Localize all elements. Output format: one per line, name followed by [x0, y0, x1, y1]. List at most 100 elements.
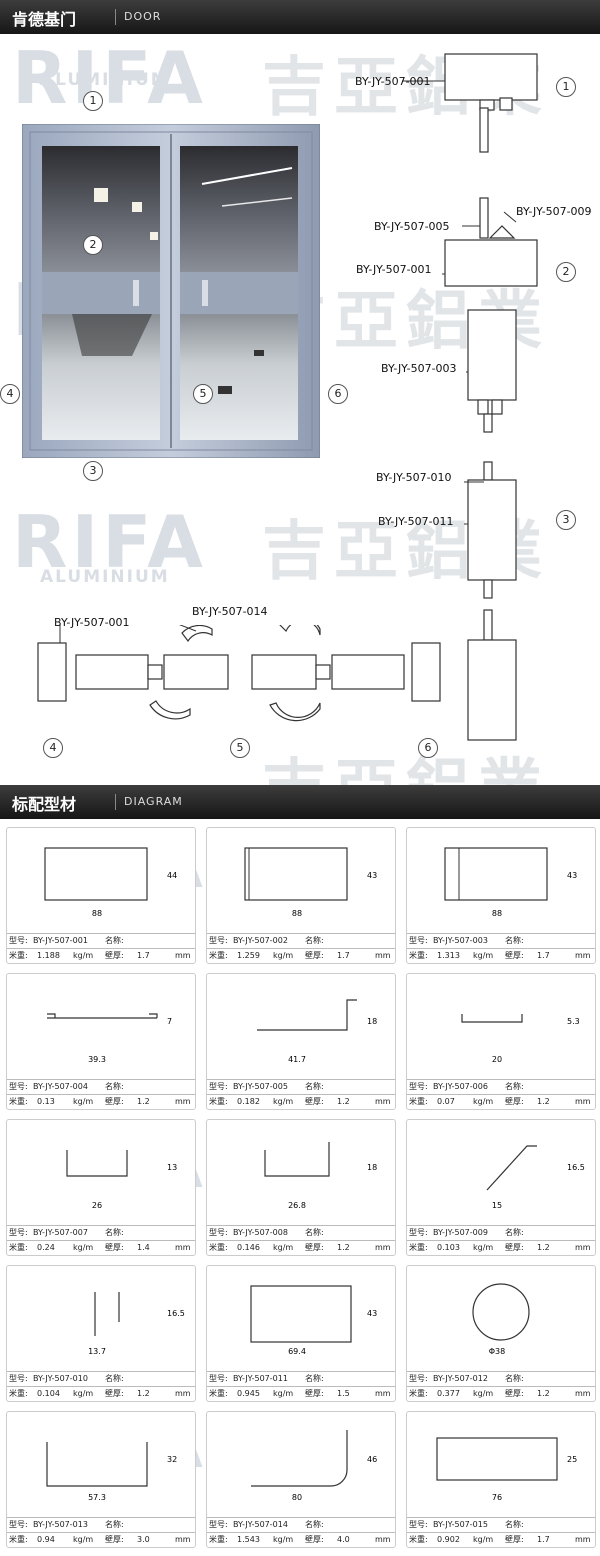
- profile-dimension: 80: [292, 1493, 302, 1502]
- weight-unit: kg/m: [73, 1535, 94, 1544]
- weight-unit: kg/m: [73, 951, 94, 960]
- name-label: 名称:: [505, 1228, 524, 1237]
- name-label: 名称:: [505, 1082, 524, 1091]
- profile-dimension: 7: [167, 1017, 172, 1026]
- door-illustration: [22, 124, 320, 458]
- thickness-label: 壁厚:: [105, 1097, 124, 1106]
- profile-dimension: 15: [492, 1201, 502, 1210]
- thickness-label: 壁厚:: [505, 1243, 524, 1252]
- thickness-label: 壁厚:: [105, 951, 124, 960]
- thickness-unit: mm: [575, 1535, 591, 1544]
- profile-dimension: 18: [367, 1163, 377, 1172]
- weight-value: 0.07: [437, 1097, 455, 1106]
- thickness-value: 1.2: [537, 1389, 550, 1398]
- thickness-label: 壁厚:: [305, 1535, 324, 1544]
- callout-4: 4: [0, 384, 20, 404]
- model-label: 型号:: [9, 1374, 28, 1383]
- profile-dimension: 69.4: [288, 1347, 306, 1356]
- model-label: 型号:: [409, 1082, 428, 1091]
- weight-value: 0.902: [437, 1535, 460, 1544]
- name-label: 名称:: [105, 1374, 124, 1383]
- model-label: 型号:: [409, 1520, 428, 1529]
- model-value: BY-JY-507-014: [233, 1520, 288, 1529]
- watermark-brand: RIFA: [12, 500, 207, 584]
- name-label: 名称:: [105, 1520, 124, 1529]
- thickness-value: 1.7: [537, 1535, 550, 1544]
- callout-5: 5: [193, 384, 213, 404]
- weight-value: 0.182: [237, 1097, 260, 1106]
- model-label: 型号:: [209, 1520, 228, 1529]
- horizontal-sections: [37, 625, 441, 722]
- thickness-label: 壁厚:: [305, 1097, 324, 1106]
- thickness-unit: mm: [375, 951, 391, 960]
- weight-value: 0.24: [37, 1243, 55, 1252]
- thickness-unit: mm: [575, 1389, 591, 1398]
- model-value: BY-JY-507-003: [433, 936, 488, 945]
- weight-unit: kg/m: [473, 1535, 494, 1544]
- thickness-value: 1.7: [337, 951, 350, 960]
- weight-label: 米重:: [409, 951, 428, 960]
- thickness-label: 壁厚:: [305, 1389, 324, 1398]
- callout-3-right: 3: [556, 510, 576, 530]
- profile-dimension: 13: [167, 1163, 177, 1172]
- profile-dimension: 20: [492, 1055, 502, 1064]
- profile-dimension: 41.7: [288, 1055, 306, 1064]
- model-value: BY-JY-507-012: [433, 1374, 488, 1383]
- section-drawings: [402, 53, 538, 741]
- callout-6: 6: [328, 384, 348, 404]
- thickness-unit: mm: [575, 1097, 591, 1106]
- weight-label: 米重:: [9, 951, 28, 960]
- profile-dimension: 32: [167, 1455, 177, 1464]
- model-label: 型号:: [209, 1082, 228, 1091]
- thickness-value: 1.2: [337, 1097, 350, 1106]
- thickness-label: 壁厚:: [505, 1535, 524, 1544]
- thickness-unit: mm: [175, 1097, 191, 1106]
- profile-dimension: 18: [367, 1017, 377, 1026]
- part-label-s5: BY-JY-507-014: [192, 605, 268, 618]
- name-label: 名称:: [505, 936, 524, 945]
- weight-value: 0.94: [37, 1535, 55, 1544]
- watermark-sub: ALUMINIUM: [40, 70, 170, 90]
- weight-label: 米重:: [209, 1389, 228, 1398]
- profile-dimension: 43: [367, 871, 377, 880]
- thickness-label: 壁厚:: [505, 1097, 524, 1106]
- diagram-section-title: 标配型材: [12, 795, 77, 814]
- model-value: BY-JY-507-002: [233, 936, 288, 945]
- thickness-value: 1.2: [137, 1389, 150, 1398]
- profile-drawing: 26.818: [264, 1142, 377, 1210]
- callout-4-lower: 4: [43, 738, 63, 758]
- thickness-label: 壁厚:: [105, 1389, 124, 1398]
- weight-label: 米重:: [409, 1389, 428, 1398]
- thickness-unit: mm: [375, 1097, 391, 1106]
- part-label-s3a: BY-JY-507-003: [381, 362, 457, 375]
- model-value: BY-JY-507-005: [233, 1082, 288, 1091]
- profile-dimension: 88: [492, 909, 502, 918]
